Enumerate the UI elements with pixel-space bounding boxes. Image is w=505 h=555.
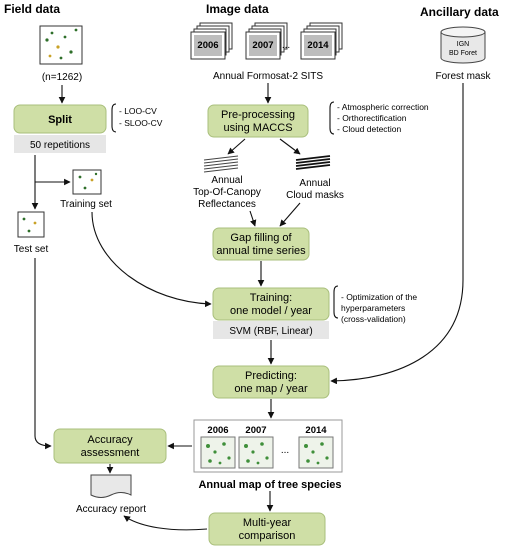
- preproc-note-atmos: - Atmospheric correction: [337, 102, 429, 112]
- training-note-1: - Optimization of the: [341, 292, 417, 302]
- training-svm: SVM (RBF, Linear): [229, 326, 312, 337]
- test-set-image: [17, 211, 45, 238]
- map-year-2007: 2007: [245, 425, 266, 436]
- cloud-mask-stack-icon: [295, 155, 331, 170]
- accuracy-line1: Accuracy: [87, 434, 133, 446]
- accuracy-box: [53, 428, 167, 464]
- arrow-mask-to-predicting: [330, 83, 464, 385]
- forest-mask-caption: Forest mask: [435, 71, 491, 82]
- split-repetitions: 50 repetitions: [30, 140, 90, 151]
- gap-filling-box: [212, 227, 310, 261]
- training-brace: [333, 285, 339, 319]
- gap-filling-line1: Gap filling of: [230, 232, 292, 244]
- multiyear-line2: comparison: [239, 530, 296, 542]
- report-document-icon: [90, 474, 132, 498]
- image-year-2006: 2006: [197, 40, 218, 51]
- report-caption: Accuracy report: [76, 504, 146, 515]
- predicting-line2: one map / year: [234, 383, 308, 395]
- predicting-line1: Predicting:: [245, 370, 297, 382]
- map-thumb-2014: [298, 436, 334, 469]
- multiyear-line1: Multi-year: [243, 517, 292, 529]
- image-stack-2007: [245, 22, 288, 60]
- arrow-training-set-to-training: [91, 211, 212, 308]
- database-line2: BD Foret: [449, 50, 477, 57]
- training-sub-box: [213, 321, 329, 339]
- training-box: [212, 287, 330, 321]
- preprocessing-box: [207, 104, 309, 138]
- arrow-preproc-to-clouds: [279, 138, 301, 155]
- map-year-2006: 2006: [207, 425, 228, 436]
- toc-line1: Annual: [211, 175, 242, 186]
- arrow-test-to-accuracy: [34, 258, 52, 450]
- toc-line3: Reflectances: [198, 199, 256, 210]
- gap-filling-line2: annual time series: [216, 245, 306, 257]
- image-year-ellipsis: ...: [282, 40, 290, 51]
- image-stack-2006: [190, 22, 233, 60]
- training-note-3: (cross-validation): [341, 314, 406, 324]
- preprocessing-brace: [329, 101, 335, 135]
- annual-maps-caption: Annual map of tree species: [198, 479, 341, 491]
- split-note-loo: - LOO-CV: [119, 106, 157, 116]
- image-stack-2014: [300, 22, 343, 60]
- training-note-2: hyperparameters: [341, 303, 405, 313]
- preprocessing-line1: Pre-processing: [221, 109, 295, 121]
- preproc-note-ortho: - Orthorectification: [337, 113, 407, 123]
- training-set-label: Training set: [60, 199, 112, 210]
- test-set-label: Test set: [14, 244, 49, 255]
- map-year-2014: 2014: [305, 425, 327, 436]
- map-thumb-2007: [238, 436, 274, 469]
- split-box: [13, 104, 107, 134]
- field-data-header: Field data: [4, 2, 60, 16]
- database-icon: [440, 26, 486, 64]
- multiyear-box: [208, 512, 326, 546]
- training-set-image: [72, 169, 102, 195]
- image-year-2014: 2014: [307, 40, 329, 51]
- image-caption: Annual Formosat-2 SITS: [213, 71, 323, 82]
- split-brace: [111, 103, 117, 133]
- arrow-preproc-to-toc: [227, 138, 246, 155]
- training-line1: Training:: [250, 292, 292, 304]
- image-year-2007: 2007: [252, 40, 273, 51]
- map-thumb-2006: [200, 436, 236, 469]
- split-note-sloo: - SLOO-CV: [119, 118, 163, 128]
- image-data-header: Image data: [206, 2, 269, 16]
- toc-line2: Top-Of-Canopy: [193, 187, 261, 198]
- ancillary-data-header: Ancillary data: [420, 5, 499, 19]
- preprocessing-line2: using MACCS: [223, 122, 292, 134]
- preproc-note-cloud: - Cloud detection: [337, 124, 402, 134]
- predicting-box: [212, 365, 330, 399]
- database-line1: IGN: [457, 41, 469, 48]
- cloud-line1: Annual: [299, 178, 330, 189]
- training-line2: one model / year: [230, 305, 312, 317]
- accuracy-line2: assessment: [81, 447, 140, 459]
- field-plots-image: [39, 25, 83, 65]
- field-count: (n=1262): [42, 72, 82, 83]
- arrow-toc-to-gapfill: [249, 210, 257, 227]
- arrow-clouds-to-gapfill: [279, 202, 301, 227]
- arrow-multiyear-to-report: [123, 515, 208, 531]
- cloud-line2: Cloud masks: [286, 190, 344, 201]
- map-year-ellipsis: ...: [281, 445, 289, 456]
- reflectance-stack-icon: [203, 155, 239, 173]
- split-title: Split: [48, 114, 72, 126]
- split-sub-box: [14, 135, 106, 153]
